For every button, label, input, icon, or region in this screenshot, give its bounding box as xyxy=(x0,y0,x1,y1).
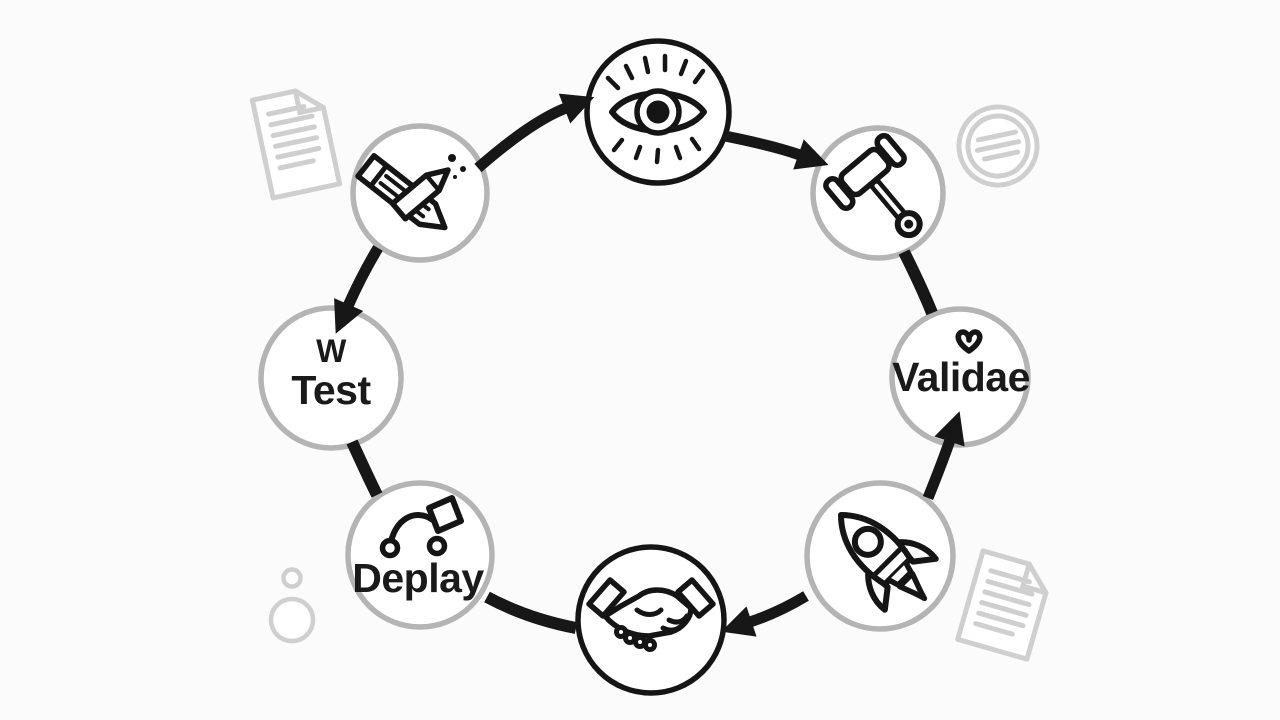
gauge-curve-icon xyxy=(379,495,464,559)
arrow-draft-to-review xyxy=(474,93,595,173)
deploy-node-label: Deplay xyxy=(352,555,484,601)
document-icon xyxy=(955,548,1049,662)
handshake-icon xyxy=(586,577,716,652)
connector-decision-to-validate xyxy=(898,249,938,316)
stamp-circle-icon xyxy=(956,104,1040,188)
document-icon xyxy=(249,88,343,201)
heart-icon xyxy=(955,329,983,354)
eye-icon xyxy=(605,53,707,165)
connector-deploy-to-partnership xyxy=(484,591,578,634)
test-node-label-top: W xyxy=(316,333,347,369)
test-node-label: Test xyxy=(291,367,371,413)
gavel-icon xyxy=(823,132,923,239)
arrow-draft-to-test xyxy=(334,245,383,334)
node-test xyxy=(258,305,404,451)
bubble-circles xyxy=(268,567,316,644)
validate-node-label: Validae xyxy=(892,354,1030,400)
rocket-icon xyxy=(837,511,939,613)
arrow-launch-to-validate xyxy=(922,411,965,501)
arrow-launch-to-partnership xyxy=(721,591,809,637)
arrow-review-to-decision xyxy=(723,130,829,170)
connector-test-to-deploy xyxy=(346,439,383,498)
pencil-icon xyxy=(355,153,466,231)
